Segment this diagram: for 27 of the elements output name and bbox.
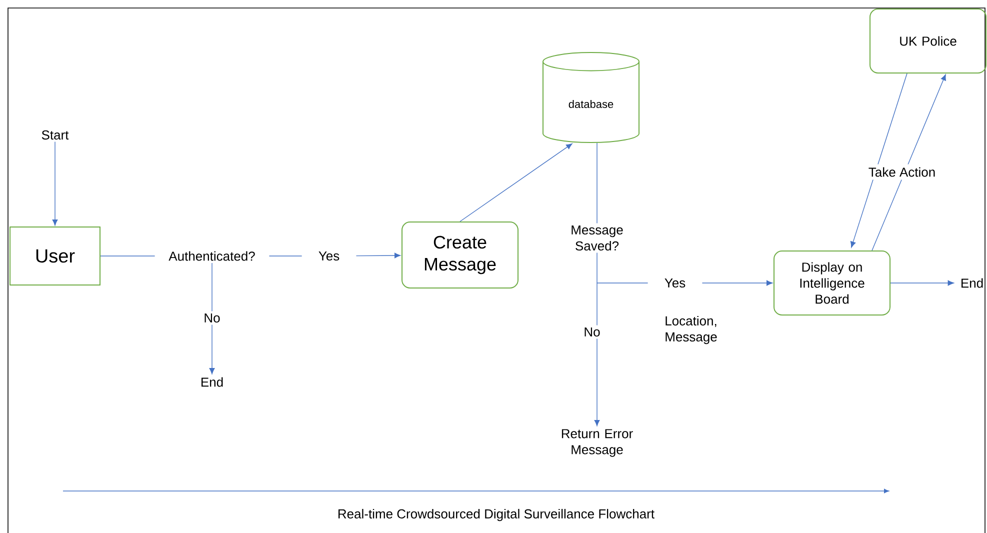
- process-box: Create Message: [402, 222, 518, 288]
- arrow: [702, 280, 773, 286]
- flow-label: Start: [42, 130, 69, 140]
- flow-label: Yes: [664, 278, 686, 288]
- flow-label: Message Saved?: [572, 225, 623, 251]
- flow-label: End: [202, 377, 223, 387]
- arrow: [460, 143, 572, 222]
- process-box: Display on Intelligence Board: [774, 250, 891, 316]
- process-box: User: [10, 226, 100, 286]
- flow-label: Return Error Message: [562, 429, 633, 457]
- arrow: [356, 252, 401, 258]
- arrow: [890, 280, 954, 286]
- caption: Real-time Crowdsourced Digital Surveillance Flowchart: [338, 508, 654, 522]
- database-cylinder: database: [542, 52, 640, 144]
- flow-label: No: [584, 327, 600, 337]
- arrow: [209, 324, 215, 374]
- arrow: [594, 338, 600, 426]
- flow-label: Yes: [318, 251, 340, 261]
- note-label: Location, Message: [666, 316, 717, 344]
- flow-label: No: [204, 313, 220, 323]
- flow-label: Authenticated?: [168, 251, 255, 261]
- arrow: [52, 141, 58, 226]
- edge-label: Take Action: [865, 164, 939, 180]
- arrow: [850, 73, 908, 248]
- arrow: [872, 74, 946, 251]
- process-box: UK Police: [870, 8, 986, 74]
- flow-label: End: [962, 278, 983, 288]
